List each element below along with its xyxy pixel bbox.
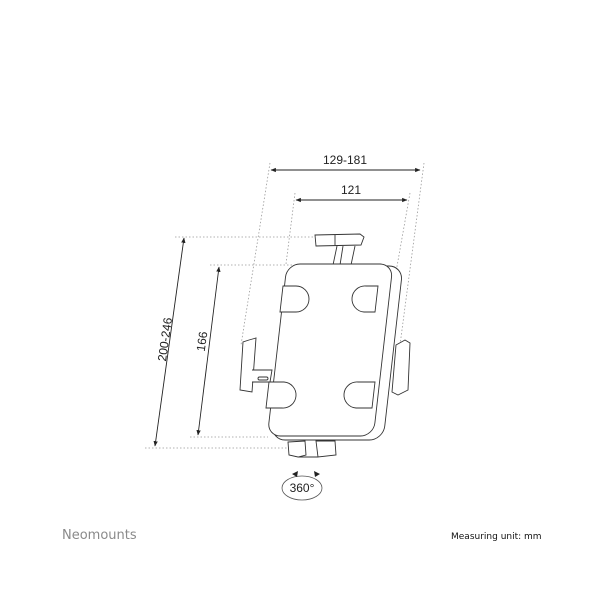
rotate-arrow-icon	[314, 471, 320, 477]
measuring-unit-note: Measuring unit: mm	[451, 532, 542, 542]
width-range-label: 129-181	[323, 153, 367, 167]
height-range-label: 200-246	[155, 316, 175, 362]
rotation-indicator: 360°	[281, 471, 323, 501]
dimension-lines	[153, 167, 421, 447]
rotation-label: 360°	[290, 481, 315, 495]
dim-line-height-range	[153, 237, 186, 447]
top-clip	[314, 233, 365, 266]
width-inner-label: 121	[341, 183, 361, 197]
grip-pads	[265, 285, 379, 409]
extension-lines	[145, 162, 425, 449]
tablet-holder	[239, 233, 411, 458]
dim-line-height-inner	[196, 266, 221, 436]
brand-logo: Neomounts	[62, 528, 137, 543]
left-clip	[239, 337, 273, 393]
height-inner-label: 166	[194, 330, 211, 352]
bottom-clip	[287, 440, 337, 458]
rotate-arrow-icon	[292, 471, 298, 477]
right-clip	[391, 339, 411, 396]
